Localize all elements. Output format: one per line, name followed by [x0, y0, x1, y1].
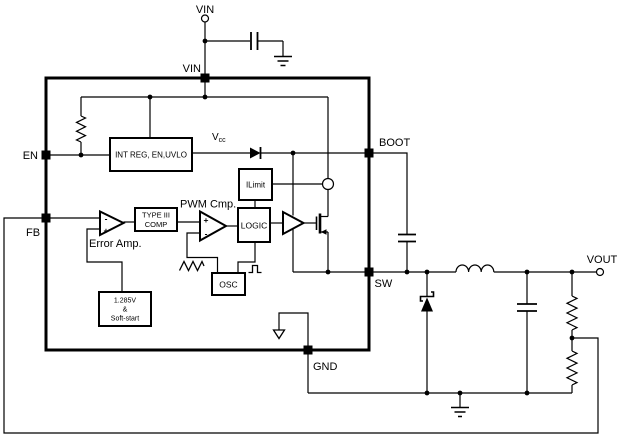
output-section	[3, 152, 605, 434]
fb-pin-label: FB	[26, 227, 40, 239]
output-cap-icon	[517, 303, 537, 312]
schottky-cathode-icon	[419, 291, 435, 302]
osc-block	[211, 272, 246, 296]
ea-plus-sign: +	[104, 226, 109, 236]
inductor-icon	[455, 264, 495, 273]
pwm-comparator-triangle-icon	[199, 209, 229, 243]
pulse-waveform-icon	[248, 264, 262, 274]
vin-pin-label: VIN	[183, 63, 201, 75]
osc-label: OSC	[219, 280, 237, 290]
pin-gnd	[303, 345, 313, 355]
mosfet-source-arrow-icon	[320, 229, 327, 235]
type3-label-line2: COMP	[145, 220, 168, 229]
junction-dots	[78, 94, 331, 275]
current-sense-bubble-icon	[321, 177, 335, 191]
internal-gnd-wire	[278, 312, 309, 346]
vout-terminal-label: VOUT	[587, 254, 617, 266]
vin-terminal-label: VIN	[196, 4, 214, 16]
bootstrap-cap-icon	[398, 233, 416, 243]
int-reg-label: INT REG, EN,UVLO	[115, 151, 187, 160]
boot-ext-wire	[373, 152, 408, 272]
vcc-label: Vcc	[212, 132, 226, 144]
vout-terminal	[595, 267, 605, 277]
input-supply-section	[200, 14, 292, 74]
error-amp-label: Error Amp.	[89, 238, 142, 250]
error-amp-triangle-icon	[99, 209, 126, 237]
ilimit-label: ILimit	[246, 181, 266, 190]
pwm-cmp-label: PWM Cmp.	[180, 199, 236, 211]
pin-sw	[364, 267, 374, 277]
input-cap-wire	[205, 40, 284, 56]
feedback-bottom-resistor-icon	[565, 350, 579, 386]
ilimit-block	[238, 168, 273, 201]
ref-label-line3: Soft-start	[111, 316, 139, 323]
en-resistor-icon	[75, 115, 87, 143]
junction-dot	[202, 38, 208, 44]
en-pin-label: EN	[23, 150, 38, 162]
pin-boot	[364, 148, 374, 158]
type3-comp-block	[134, 207, 178, 232]
feedback-top-resistor-icon	[565, 295, 579, 331]
ref-label-line2: &	[123, 307, 128, 314]
type3-label-line1: TYPE III	[142, 211, 170, 220]
earth-ground-icon	[274, 55, 292, 67]
internal-gnd-triangle-icon	[272, 329, 286, 340]
pin-vin	[200, 73, 210, 83]
ref-softstart-block	[98, 291, 152, 327]
internal-blocks	[98, 137, 306, 327]
output-junction-dots	[404, 269, 575, 396]
input-capacitor-icon	[250, 32, 259, 50]
mosfet	[303, 213, 329, 272]
boot-pin-label: BOOT	[379, 137, 410, 149]
vcc-diode-icon	[250, 147, 261, 159]
ref-wire	[86, 228, 123, 292]
schottky-diode-icon	[421, 297, 433, 312]
feedback-loop-wire	[3, 217, 599, 434]
ea-minus-sign: -	[105, 214, 108, 224]
sawtooth-waveform-icon	[178, 259, 205, 272]
logic-clock-wire	[237, 242, 256, 273]
logic-block	[237, 207, 271, 243]
gate-driver-triangle-icon	[282, 210, 306, 236]
sw-pin-label: SW	[375, 278, 393, 290]
int-reg-block	[109, 137, 193, 172]
mosfet-source-wire	[320, 231, 329, 272]
logic-label: LOGIC	[241, 221, 267, 231]
gnd-pin-label: GND	[313, 361, 338, 373]
osc-ramp-wire	[186, 232, 219, 273]
vin-terminal	[200, 14, 210, 23]
ic-pins	[41, 73, 374, 355]
earth-ground2-icon	[451, 406, 469, 418]
pwm-minus-sign: -	[205, 229, 208, 239]
pwm-plus-sign: +	[204, 215, 209, 225]
internal-wiring	[46, 82, 365, 346]
ref-label-line1: 1.285V	[114, 298, 137, 305]
